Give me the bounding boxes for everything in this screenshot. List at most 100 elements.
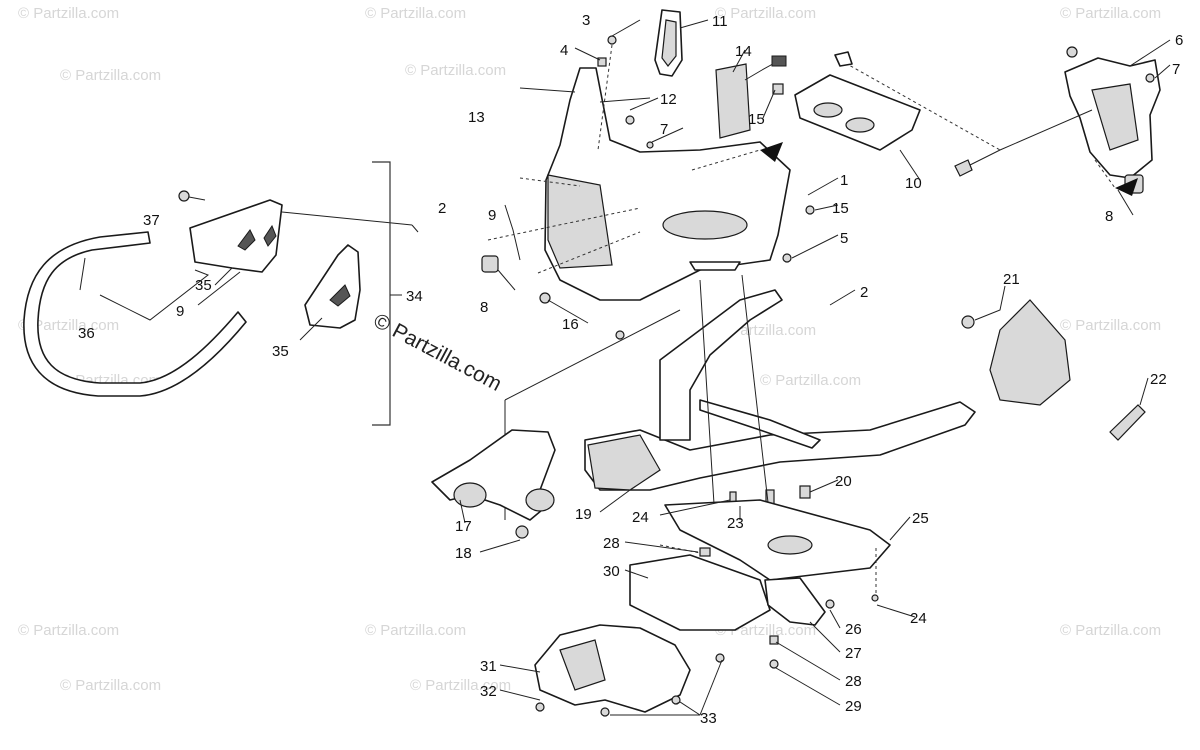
skid-plate-group bbox=[534, 499, 891, 717]
skid-cover bbox=[764, 577, 826, 626]
relay-box bbox=[715, 63, 751, 139]
callout-1: 1 bbox=[840, 172, 848, 189]
callout-4: 4 bbox=[560, 42, 568, 59]
spring-icon bbox=[625, 115, 635, 125]
clip-icon bbox=[769, 635, 779, 645]
mount-bracket-group bbox=[834, 46, 1161, 196]
callout-8: 8 bbox=[1105, 208, 1113, 225]
skid-plate-middle bbox=[629, 554, 771, 631]
callout-28: 28 bbox=[603, 535, 620, 552]
screw-icon bbox=[715, 653, 725, 663]
callout-29: 29 bbox=[845, 698, 862, 715]
watermark: © Partzilla.com bbox=[60, 67, 161, 84]
callout-2: 2 bbox=[438, 200, 446, 217]
bracket-face bbox=[1091, 83, 1139, 151]
watermark: © Partzilla.com bbox=[1060, 5, 1161, 22]
clip-icon bbox=[597, 57, 607, 67]
screw-icon bbox=[825, 599, 835, 609]
skid-plate-shade bbox=[559, 639, 606, 691]
callout-2: 2 bbox=[860, 284, 868, 301]
callout-11: 11 bbox=[712, 13, 728, 30]
nut-icon bbox=[1145, 73, 1155, 83]
callout-14: 14 bbox=[735, 43, 752, 60]
callout-19: 19 bbox=[575, 506, 592, 523]
callout-28: 28 bbox=[845, 673, 862, 690]
screw-icon bbox=[646, 141, 654, 149]
callout-33: 33 bbox=[700, 710, 717, 727]
callout-36: 36 bbox=[78, 325, 95, 342]
screw-icon bbox=[607, 35, 617, 45]
bracket-cutout bbox=[237, 229, 256, 251]
callout-5: 5 bbox=[840, 230, 848, 247]
watermark: © Partzilla.com bbox=[60, 677, 161, 694]
screw-icon bbox=[615, 330, 625, 340]
frame-group bbox=[504, 274, 1146, 521]
watermark: © Partzilla.com bbox=[1060, 622, 1161, 639]
front-panel-group bbox=[481, 9, 921, 340]
callout-9: 9 bbox=[488, 207, 496, 224]
callout-24: 24 bbox=[910, 610, 927, 627]
connector-icon bbox=[771, 55, 787, 67]
fastener-icon bbox=[515, 525, 529, 539]
bumper-group bbox=[23, 161, 419, 426]
plate-hole bbox=[845, 117, 875, 133]
bracket-cutout bbox=[329, 284, 351, 307]
frame-shading bbox=[587, 434, 661, 491]
callout-20: 20 bbox=[835, 473, 852, 490]
panel-badge bbox=[662, 210, 748, 240]
panel-rib bbox=[689, 261, 741, 271]
callout-35: 35 bbox=[195, 277, 212, 294]
nut-icon bbox=[772, 83, 784, 95]
frame-rail bbox=[584, 401, 976, 491]
group-bracket bbox=[372, 161, 391, 426]
skid-plate-lower bbox=[534, 624, 691, 713]
nut-icon bbox=[539, 292, 551, 304]
screw-icon bbox=[535, 702, 545, 712]
watermark: © Partzilla.com bbox=[18, 317, 119, 334]
callout-10: 10 bbox=[905, 175, 922, 192]
mount-rod bbox=[834, 51, 853, 67]
callout-23: 23 bbox=[727, 515, 744, 532]
callout-7: 7 bbox=[1172, 61, 1180, 78]
bumper-tube bbox=[23, 231, 247, 397]
nut-icon bbox=[1066, 46, 1078, 58]
callout-31: 31 bbox=[480, 658, 497, 675]
callout-32: 32 bbox=[480, 683, 497, 700]
clip-icon bbox=[699, 547, 711, 557]
watermark: © Partzilla.com bbox=[760, 372, 861, 389]
plate-hole bbox=[813, 102, 843, 118]
callout-21: 21 bbox=[1003, 271, 1020, 288]
watermark: © Partzilla.com bbox=[18, 5, 119, 22]
callout-17: 17 bbox=[455, 518, 472, 535]
watermark: © Partzilla.com bbox=[715, 5, 816, 22]
shock-bracket-group bbox=[431, 429, 556, 539]
callout-30: 30 bbox=[603, 563, 620, 580]
watermark: © Partzilla.com bbox=[405, 62, 506, 79]
arrow-icon bbox=[1115, 178, 1138, 196]
watermark: © Partzilla.com bbox=[18, 622, 119, 639]
watermark: © Partzilla.com bbox=[365, 5, 466, 22]
callout-15: 15 bbox=[748, 111, 765, 128]
callout-leaders bbox=[459, 19, 1171, 716]
rivet-icon bbox=[871, 594, 879, 602]
callout-16: 16 bbox=[562, 316, 579, 333]
callout-3: 3 bbox=[582, 12, 590, 29]
callout-34: 34 bbox=[406, 288, 423, 305]
bumper-bracket-left bbox=[189, 199, 283, 273]
callout-27: 27 bbox=[845, 645, 862, 662]
bolt-icon bbox=[799, 485, 811, 499]
watermark: © Partzilla.com bbox=[365, 622, 466, 639]
frame-cross bbox=[699, 399, 821, 449]
callout-25: 25 bbox=[912, 510, 929, 527]
bracket-bushing bbox=[525, 488, 555, 512]
front-panel-window bbox=[547, 174, 613, 269]
arrow-icon bbox=[760, 142, 783, 162]
callout-8: 8 bbox=[480, 299, 488, 316]
bumper-pad bbox=[481, 255, 499, 273]
skid-plate-hole bbox=[767, 535, 813, 555]
nut-icon bbox=[961, 315, 975, 329]
screw-icon bbox=[769, 659, 779, 669]
callout-labels: 1 2 2 3 4 5 6 7 7 8 8 9 9 10 11 12 13 14… bbox=[78, 12, 1183, 727]
callout-35: 35 bbox=[272, 343, 289, 360]
